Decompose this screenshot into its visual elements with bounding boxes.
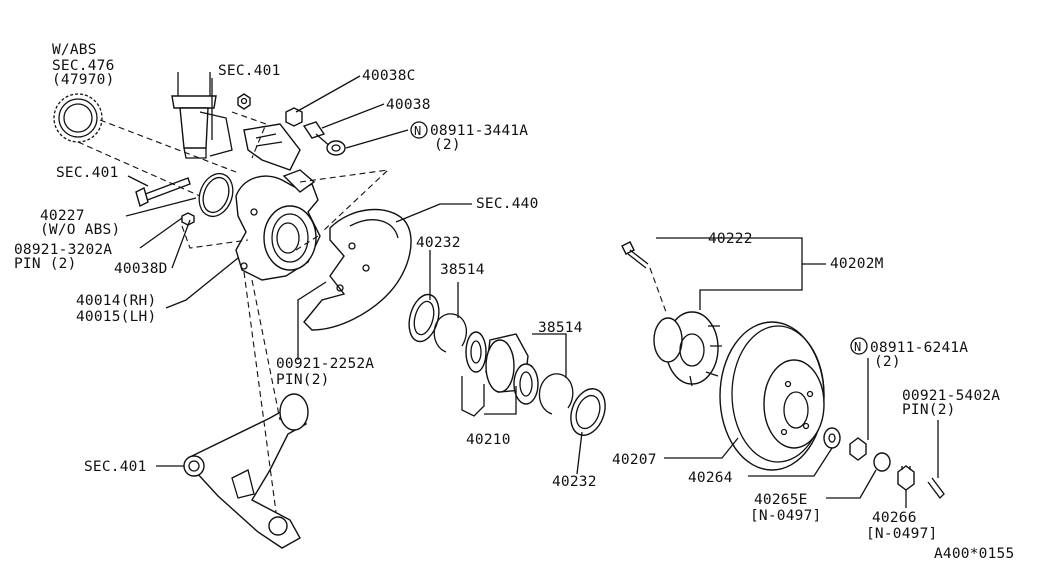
nut-40038d <box>181 212 195 226</box>
label-40265e: 40265E <box>754 492 808 508</box>
label-08911-3441a: 08911-3441A <box>430 123 528 139</box>
castle-nut-40266 <box>897 465 915 491</box>
label-40266: 40266 <box>872 510 917 526</box>
label-w-o-abs: (W/O ABS) <box>40 222 120 238</box>
lower-arm <box>183 393 309 549</box>
label-sec-401-left: SEC.401 <box>56 165 119 181</box>
label-40014-rh: 40014(RH) <box>76 293 156 309</box>
label-qty-2-a: (2) <box>434 137 461 153</box>
nut-08911-6241a <box>849 437 867 461</box>
label-40207: 40207 <box>612 452 657 468</box>
label-08921-3202a: 08921-3202A <box>14 242 112 258</box>
cap-40265e <box>873 452 891 472</box>
cotter-pin <box>927 477 945 499</box>
snap-ring-38514-outer <box>538 373 574 415</box>
label-40038d: 40038D <box>114 261 168 277</box>
label-38514-top: 38514 <box>440 262 485 278</box>
label-pin-2-b: PIN(2) <box>276 372 330 388</box>
label-pin-2-a: PIN (2) <box>14 256 77 272</box>
label-40227: 40227 <box>40 208 85 224</box>
label-qty-2-b: (2) <box>874 354 901 370</box>
snap-ring-38514-inner <box>433 313 467 353</box>
label-sec-440: SEC.440 <box>476 196 539 212</box>
grease-seal-40232-inner <box>408 293 440 343</box>
label-40015-lh: 40015(LH) <box>76 309 156 325</box>
label-n-0497-b: [N-0497] <box>866 526 937 542</box>
wheel-bearing-40210 <box>465 331 539 405</box>
label-40222: 40222 <box>708 231 753 247</box>
washer-40264 <box>823 427 841 449</box>
n-marker-2-letter: N <box>854 340 861 354</box>
wheel-hub-40202m <box>653 311 722 387</box>
label-40264: 40264 <box>688 470 733 486</box>
label-00921-2252a: 00921-2252A <box>276 356 374 372</box>
n-marker-1-letter: N <box>414 124 421 138</box>
diagram-code: A400*0155 <box>934 546 1014 562</box>
label-w-abs: W/ABS <box>52 42 97 58</box>
nut-08911-3441a <box>326 140 346 156</box>
n-marker-1: N <box>410 121 428 139</box>
label-sec-476: SEC.476 <box>52 58 115 74</box>
hub-bolt-40222 <box>621 241 649 269</box>
label-00921-5402a: 00921-5402A <box>902 388 1000 404</box>
leader-lines <box>125 75 939 508</box>
steering-knuckle <box>235 123 321 281</box>
label-40232-top: 40232 <box>416 235 461 251</box>
label-sec-401-top: SEC.401 <box>218 63 281 79</box>
grease-seal-40232-outer <box>570 388 606 436</box>
strut-bolt <box>135 177 191 208</box>
label-40232-bottom: 40232 <box>552 474 597 490</box>
nut-40038c <box>285 107 303 127</box>
label-47970: (47970) <box>52 72 115 88</box>
guide-lines <box>77 111 667 513</box>
label-pin-2-c: PIN(2) <box>902 402 956 418</box>
o-ring-40227 <box>198 172 234 218</box>
n-marker-2: N <box>850 337 868 355</box>
label-38514-right: 38514 <box>538 320 583 336</box>
disc-rotor-40207 <box>719 321 825 471</box>
baffle-plate <box>303 208 412 331</box>
label-sec-401-bottom: SEC.401 <box>84 459 147 475</box>
label-40038: 40038 <box>386 97 431 113</box>
label-40202m: 40202M <box>830 256 884 272</box>
label-n-0497-a: [N-0497] <box>750 508 821 524</box>
strut-assembly <box>171 72 251 159</box>
abs-sensor-rotor <box>53 93 103 143</box>
label-40038c: 40038C <box>362 68 416 84</box>
label-40210: 40210 <box>466 432 511 448</box>
label-08911-6241a: 08911-6241A <box>870 340 968 356</box>
callout-labels: W/ABS SEC.476 (47970) SEC.401 40038C 400… <box>14 42 1014 562</box>
